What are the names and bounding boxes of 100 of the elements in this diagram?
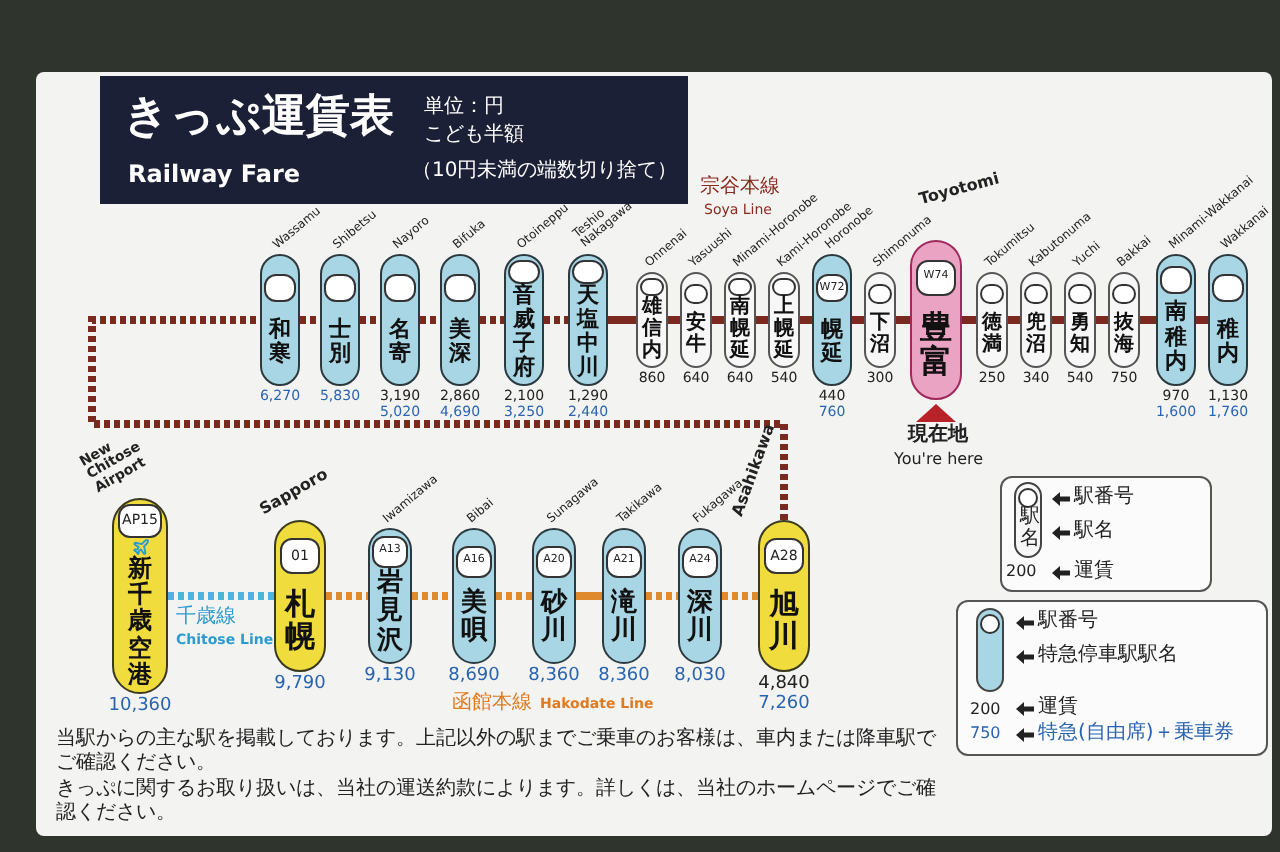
station-pill — [636, 272, 668, 368]
station-name: 滝川 — [611, 589, 637, 647]
label: You're here — [894, 450, 984, 470]
fare-text: 7,260 — [758, 695, 810, 716]
legend-text: 運賃 — [1038, 696, 1078, 720]
station-pill — [864, 272, 896, 368]
track-line — [722, 592, 758, 600]
label: 750 — [970, 724, 1001, 744]
legend-text: 運賃 — [1074, 560, 1114, 584]
label: こども半額 — [424, 124, 524, 148]
label: 千歳線 — [176, 606, 236, 630]
fare-text: 4,840 — [758, 676, 810, 694]
station-name: 兜沼 — [1026, 311, 1046, 356]
station-pill — [532, 528, 576, 664]
track-line — [608, 316, 636, 324]
station-pill — [1064, 272, 1096, 368]
station-pill — [680, 272, 712, 368]
label: 宗谷本線 — [700, 176, 780, 198]
label: 函館本線 — [452, 692, 532, 716]
station-name: 上幌延 — [774, 296, 794, 362]
fare-text: 8,690 — [448, 668, 500, 688]
station-name: 和寒 — [269, 317, 291, 366]
station-pill — [1020, 272, 1052, 368]
station-name: 名寄 — [389, 317, 411, 366]
label: （10円未満の端数切り捨て） — [412, 160, 678, 184]
track-line — [1096, 316, 1108, 324]
track-line — [544, 316, 568, 324]
station-name: 岩見沢 — [377, 570, 403, 656]
label: 駅名 — [1020, 506, 1040, 550]
station-name: 士別 — [329, 317, 351, 366]
station-name: 旭川 — [769, 587, 799, 654]
station-pill — [260, 254, 300, 386]
station-name: 天塩中川 — [577, 283, 599, 380]
track-line — [896, 316, 910, 324]
legend-text: 駅番号 — [1074, 486, 1134, 510]
station-pill — [724, 272, 756, 368]
station-pill — [1108, 272, 1140, 368]
station-name: 徳満 — [982, 311, 1002, 356]
fare-text: 8,360 — [598, 668, 650, 688]
label: 200 — [1006, 562, 1037, 582]
track-line — [88, 316, 788, 520]
legend-text: 駅番号 — [1038, 610, 1098, 634]
fare-text: 9,790 — [274, 676, 326, 696]
station-pill — [320, 254, 360, 386]
track-line — [962, 316, 976, 324]
station-pill — [504, 254, 544, 386]
station-name: 稚内 — [1217, 317, 1239, 366]
station-pill — [368, 528, 412, 664]
track-line — [1196, 316, 1208, 324]
label: Railway Fare — [128, 160, 301, 189]
station-pill — [1208, 254, 1248, 386]
station-name: 南稚内 — [1165, 300, 1187, 374]
track-line — [326, 592, 368, 600]
footnote: 当駅からの主な駅を掲載しております。上記以外の駅までご乗車のお客様は、車内または降車駅でご確認ください。 — [56, 728, 936, 776]
station-pill — [976, 272, 1008, 368]
station-pill — [112, 498, 168, 694]
station-name: 幌延 — [821, 317, 843, 366]
track-line — [360, 316, 380, 324]
track-line — [420, 316, 440, 324]
station-name: 札幌 — [285, 587, 315, 654]
track-line — [1140, 316, 1156, 324]
legend-text: 特急停車駅駅名 — [1038, 644, 1178, 668]
fare-text: 8,360 — [528, 668, 580, 688]
station-name: 南幌延 — [730, 296, 750, 362]
track-line — [496, 592, 532, 600]
station-name: 美唄 — [461, 589, 487, 647]
title: きっぷ運賃表 — [124, 92, 394, 145]
track-line — [646, 592, 678, 600]
station-name: 安牛 — [686, 311, 706, 356]
label: 200 — [970, 700, 1001, 720]
station-name: 音威子府 — [513, 283, 535, 380]
station-pill — [678, 528, 722, 664]
fare-text: 10,360 — [108, 698, 172, 718]
track-line — [1052, 316, 1064, 324]
track-line — [712, 316, 724, 324]
station-pill — [274, 520, 326, 672]
station-name: 深川 — [687, 589, 713, 647]
station-name: 美深 — [449, 317, 471, 366]
station-pill — [440, 254, 480, 386]
station-name: 抜海 — [1114, 311, 1134, 356]
station-name: 砂川 — [541, 589, 567, 647]
track-line — [168, 592, 274, 600]
station-name: 新千歳空港 — [128, 556, 152, 688]
station-name: 豊富 — [920, 309, 952, 381]
footnote: きっぷに関するお取り扱いは、当社の運送約款によります。詳しくは、当社のホームページでご確認ください。 — [56, 778, 936, 826]
track-line — [756, 316, 768, 324]
fare-text: 9,130 — [364, 668, 416, 688]
track-line — [300, 316, 320, 324]
track-line — [668, 316, 680, 324]
track-line — [800, 316, 812, 324]
station-pill — [568, 254, 608, 386]
station-pill — [1156, 254, 1196, 386]
station-name: 下沼 — [870, 311, 890, 356]
track-line — [480, 316, 504, 324]
station-pill — [452, 528, 496, 664]
label: 単位：円 — [424, 96, 504, 120]
legend-text: 駅名 — [1074, 520, 1114, 544]
station-name: 勇知 — [1070, 311, 1090, 356]
fare-text: 8,030 — [674, 668, 726, 688]
label: 現在地 — [908, 424, 968, 448]
